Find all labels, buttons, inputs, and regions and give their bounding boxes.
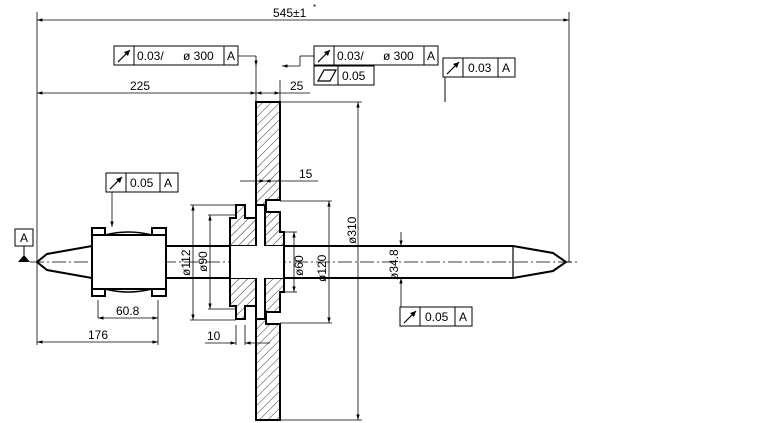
dim-groove-width: 15 bbox=[299, 167, 313, 181]
runout-arrow-icon bbox=[109, 176, 123, 190]
frame4-value: 0.03 bbox=[468, 61, 492, 75]
dim-dia-112: ø112 bbox=[179, 249, 193, 276]
frame1-extra: ø 300 bbox=[183, 49, 214, 63]
frame2-extra: ø 300 bbox=[383, 49, 414, 63]
frame2-value: 0.03/ bbox=[337, 49, 364, 63]
tolerance-frame-hub-runout-2: 0.03/ ø 300 A bbox=[282, 45, 439, 68]
dim-dia-310: ø310 bbox=[345, 216, 359, 244]
flatness-icon bbox=[316, 69, 338, 82]
frame6-datum: A bbox=[459, 310, 467, 324]
runout-arrow-icon bbox=[317, 49, 331, 63]
dim-step-length: 10 bbox=[207, 329, 221, 343]
frame5-datum: A bbox=[164, 176, 172, 190]
tolerance-frame-hub-flatness: 0.05 bbox=[313, 65, 375, 86]
frame2-datum: A bbox=[427, 49, 435, 63]
frame5-value: 0.05 bbox=[130, 176, 154, 190]
tolerance-frame-spline-runout: 0.05 A bbox=[105, 172, 179, 227]
frame3-value: 0.05 bbox=[342, 69, 366, 83]
frame6-value: 0.05 bbox=[425, 310, 449, 324]
runout-arrow-icon bbox=[403, 310, 417, 324]
dim-hub-offset: 225 bbox=[130, 79, 150, 93]
extension-lines bbox=[36, 12, 570, 421]
dim-dia-120: ø120 bbox=[315, 254, 329, 282]
frame1-datum: A bbox=[227, 49, 235, 63]
tolerance-frame-hub-runout-1: 0.03/ ø 300 A bbox=[113, 45, 258, 66]
runout-arrow-icon bbox=[446, 61, 460, 75]
hub-section bbox=[229, 101, 285, 421]
datum-a-label: A bbox=[20, 231, 28, 245]
runout-arrow-icon bbox=[117, 49, 131, 63]
dim-hub-width: 25 bbox=[290, 79, 304, 93]
dimension-lines bbox=[37, 18, 569, 420]
dim-shaft-end-length: 176 bbox=[88, 328, 108, 342]
dim-dia-60: ø60 bbox=[292, 255, 306, 276]
tolerance-frame-center-runout: 0.03 A bbox=[442, 57, 516, 78]
datum-a: A bbox=[14, 228, 34, 262]
dimension-texts: 545±1 * 225 25 15 176 60.8 10 ø112 ø90 ø… bbox=[88, 3, 401, 343]
dim-overall-length: 545±1 bbox=[273, 6, 307, 20]
dim-dia-34-8: ø34.8 bbox=[387, 249, 401, 280]
dim-overall-length-sup: * bbox=[313, 3, 316, 12]
shaft-outline bbox=[35, 227, 572, 297]
frame1-value: 0.03/ bbox=[137, 49, 164, 63]
tolerance-frame-shaft-runout: 0.05 A bbox=[399, 292, 473, 327]
frame4-datum: A bbox=[502, 61, 510, 75]
dim-spline-length: 60.8 bbox=[116, 304, 140, 318]
dim-dia-90: ø90 bbox=[196, 251, 210, 272]
